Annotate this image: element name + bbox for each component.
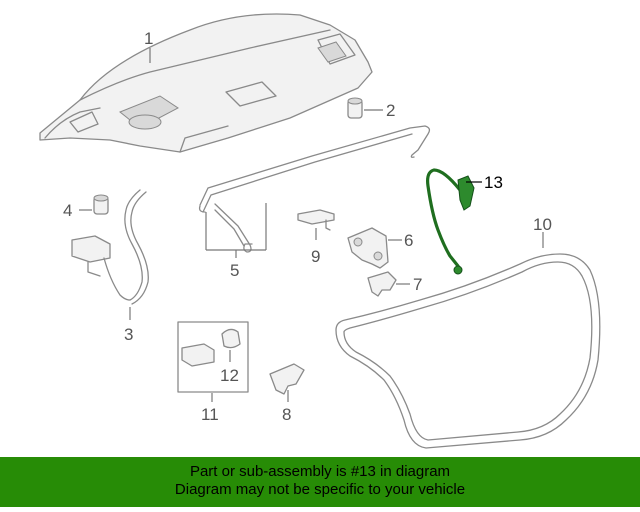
- part-info-banner: Part or sub-assembly is #13 in diagram D…: [0, 457, 640, 507]
- torsion-rod-part-5[interactable]: [198, 125, 431, 253]
- latch-part-6[interactable]: [347, 227, 389, 269]
- kit-box-part-11[interactable]: [177, 321, 249, 393]
- callout-8: 8: [282, 405, 291, 424]
- banner-line-2: Diagram may not be specific to your vehi…: [174, 481, 466, 498]
- wiring-harness-part-3[interactable]: [71, 189, 149, 305]
- bumper-part-4[interactable]: [93, 194, 109, 215]
- callout-4: 4: [63, 201, 72, 220]
- callout-1: 1: [144, 29, 153, 48]
- callout-7: 7: [413, 275, 422, 294]
- bracket-part-8[interactable]: [269, 363, 305, 395]
- weatherstrip-part-10[interactable]: [335, 253, 601, 449]
- trunk-lid-part[interactable]: [39, 13, 373, 153]
- callout-11: 11: [201, 405, 219, 424]
- callout-6: 6: [404, 231, 413, 250]
- callout-10: 10: [533, 215, 552, 234]
- callout-13: 13: [484, 173, 503, 192]
- callout-2: 2: [386, 101, 395, 120]
- bumper-part-2[interactable]: [347, 97, 363, 119]
- release-cable-part-13[interactable]: [426, 168, 475, 275]
- callout-3: 3: [124, 325, 133, 344]
- callout-12: 12: [220, 366, 239, 385]
- striker-part-7[interactable]: [367, 271, 397, 297]
- parts-diagram: 1 2 4 3 5 9: [39, 13, 601, 449]
- callout-5: 5: [230, 261, 239, 280]
- clip-part-9[interactable]: [297, 209, 335, 231]
- callout-9: 9: [311, 247, 320, 266]
- banner-line-1: Part or sub-assembly is #13 in diagram: [189, 463, 451, 480]
